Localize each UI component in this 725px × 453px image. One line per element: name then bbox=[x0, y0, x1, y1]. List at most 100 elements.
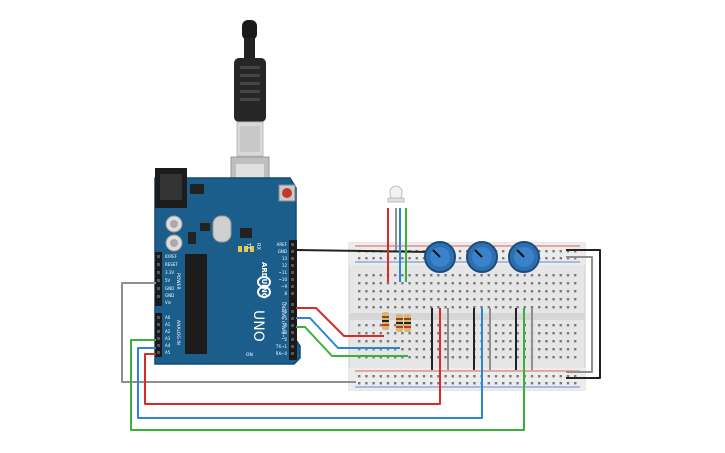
breadboard-hole bbox=[566, 382, 570, 385]
breadboard-hole bbox=[444, 348, 447, 351]
potentiometer-3[interactable] bbox=[508, 241, 540, 273]
breadboard-hole bbox=[509, 298, 512, 301]
breadboard-hole bbox=[415, 348, 418, 351]
breadboard-hole bbox=[451, 282, 454, 285]
breadboard-hole bbox=[509, 348, 512, 351]
breadboard-hole bbox=[502, 257, 505, 260]
usb-cable[interactable] bbox=[234, 20, 266, 157]
breadboard-hole bbox=[458, 298, 462, 301]
breadboard-hole bbox=[437, 274, 440, 277]
breadboard-hole bbox=[437, 356, 440, 359]
rgb-led-icon[interactable] bbox=[387, 185, 405, 203]
breadboard-hole bbox=[574, 375, 577, 378]
breadboard-hole bbox=[473, 290, 476, 293]
infinity-logo-icon bbox=[257, 276, 271, 298]
breadboard-hole bbox=[494, 290, 498, 293]
breadboard-hole bbox=[545, 375, 548, 378]
breadboard-hole bbox=[552, 375, 555, 378]
breadboard-hole bbox=[473, 375, 476, 378]
breadboard-hole bbox=[458, 257, 462, 260]
breadboard-hole bbox=[494, 282, 498, 285]
breadboard-hole bbox=[458, 332, 462, 335]
wire-black-gnd[interactable] bbox=[295, 249, 433, 253]
wire-red-pwm[interactable] bbox=[296, 307, 384, 337]
breadboard-hole bbox=[379, 340, 382, 343]
breadboard-hole bbox=[502, 282, 505, 285]
breadboard-hole bbox=[458, 274, 462, 277]
breadboard-hole bbox=[538, 324, 541, 327]
breadboard-hole bbox=[422, 282, 426, 285]
arduino-board[interactable]: TX RX ARDUINO UNO DIGITAL (PWM~) POWER A… bbox=[154, 168, 301, 365]
breadboard-hole bbox=[487, 298, 490, 301]
breadboard-hole bbox=[408, 375, 411, 378]
breadboard-hole bbox=[516, 382, 519, 385]
wire-black-rail[interactable] bbox=[566, 249, 601, 379]
potentiometer-2[interactable] bbox=[466, 241, 498, 273]
pin-label: ~5 bbox=[281, 316, 287, 321]
breadboard-hole bbox=[451, 274, 454, 277]
pin-label: IOREF bbox=[165, 254, 178, 259]
breadboard-hole bbox=[552, 324, 555, 327]
breadboard-hole bbox=[502, 356, 505, 359]
wire-gray-5v[interactable] bbox=[121, 282, 356, 383]
breadboard-hole bbox=[509, 375, 512, 378]
breadboard-hole bbox=[480, 274, 483, 277]
breadboard-hole bbox=[358, 356, 361, 359]
breadboard-hole bbox=[574, 382, 577, 385]
breadboard-hole bbox=[379, 282, 382, 285]
breadboard-hole bbox=[466, 332, 469, 335]
wire-green-analog[interactable] bbox=[130, 308, 525, 431]
pin-label: A3 bbox=[165, 336, 171, 341]
breadboard-hole bbox=[559, 382, 562, 385]
breadboard-hole bbox=[494, 332, 498, 335]
breadboard-hole bbox=[394, 356, 397, 359]
breadboard-hole bbox=[358, 348, 361, 351]
breadboard-hole bbox=[401, 290, 404, 293]
wire-green-pwm[interactable] bbox=[296, 326, 408, 357]
potentiometer-1[interactable] bbox=[424, 241, 456, 273]
breadboard-hole bbox=[386, 348, 390, 351]
breadboard-hole bbox=[538, 282, 541, 285]
breadboard-hole bbox=[466, 282, 469, 285]
pin-label: A2 bbox=[165, 329, 171, 334]
breadboard-hole bbox=[466, 306, 469, 309]
breadboard-hole bbox=[466, 382, 469, 385]
breadboard-hole bbox=[415, 324, 418, 327]
breadboard-hole bbox=[401, 332, 404, 335]
breadboard-hole bbox=[509, 306, 512, 309]
breadboard-hole bbox=[487, 340, 490, 343]
breadboard-hole bbox=[408, 282, 411, 285]
breadboard-hole bbox=[401, 298, 404, 301]
breadboard-hole bbox=[444, 282, 447, 285]
breadboard-hole bbox=[358, 324, 361, 327]
breadboard-hole bbox=[365, 356, 368, 359]
breadboard-hole bbox=[530, 382, 534, 385]
breadboard-hole bbox=[394, 382, 397, 385]
breadboard-hole bbox=[523, 290, 526, 293]
breadboard-hole bbox=[422, 340, 426, 343]
resistor-blue[interactable] bbox=[396, 314, 403, 332]
resistor-green[interactable] bbox=[404, 314, 411, 332]
breadboard-hole bbox=[394, 332, 397, 335]
wire-blue-pwm[interactable] bbox=[296, 317, 400, 349]
wire-red-analog[interactable] bbox=[144, 308, 441, 405]
breadboard-hole bbox=[480, 298, 483, 301]
breadboard-hole bbox=[552, 382, 555, 385]
breadboard-hole bbox=[379, 324, 382, 327]
breadboard-hole bbox=[559, 340, 562, 343]
breadboard-hole bbox=[574, 290, 577, 293]
breadboard-hole bbox=[365, 332, 368, 335]
wire-gray-rail-right[interactable] bbox=[566, 256, 593, 373]
breadboard-hole bbox=[444, 356, 447, 359]
wire-blue-analog[interactable] bbox=[137, 308, 483, 419]
digital-header-bottom bbox=[289, 300, 297, 360]
breadboard-hole bbox=[458, 375, 462, 378]
breadboard-hole bbox=[401, 274, 404, 277]
breadboard-hole bbox=[437, 340, 440, 343]
breadboard-hole bbox=[494, 306, 498, 309]
resistor-red[interactable] bbox=[382, 312, 389, 330]
breadboard-hole bbox=[509, 356, 512, 359]
breadboard-hole bbox=[408, 298, 411, 301]
pin-label: ~11 bbox=[279, 270, 288, 275]
